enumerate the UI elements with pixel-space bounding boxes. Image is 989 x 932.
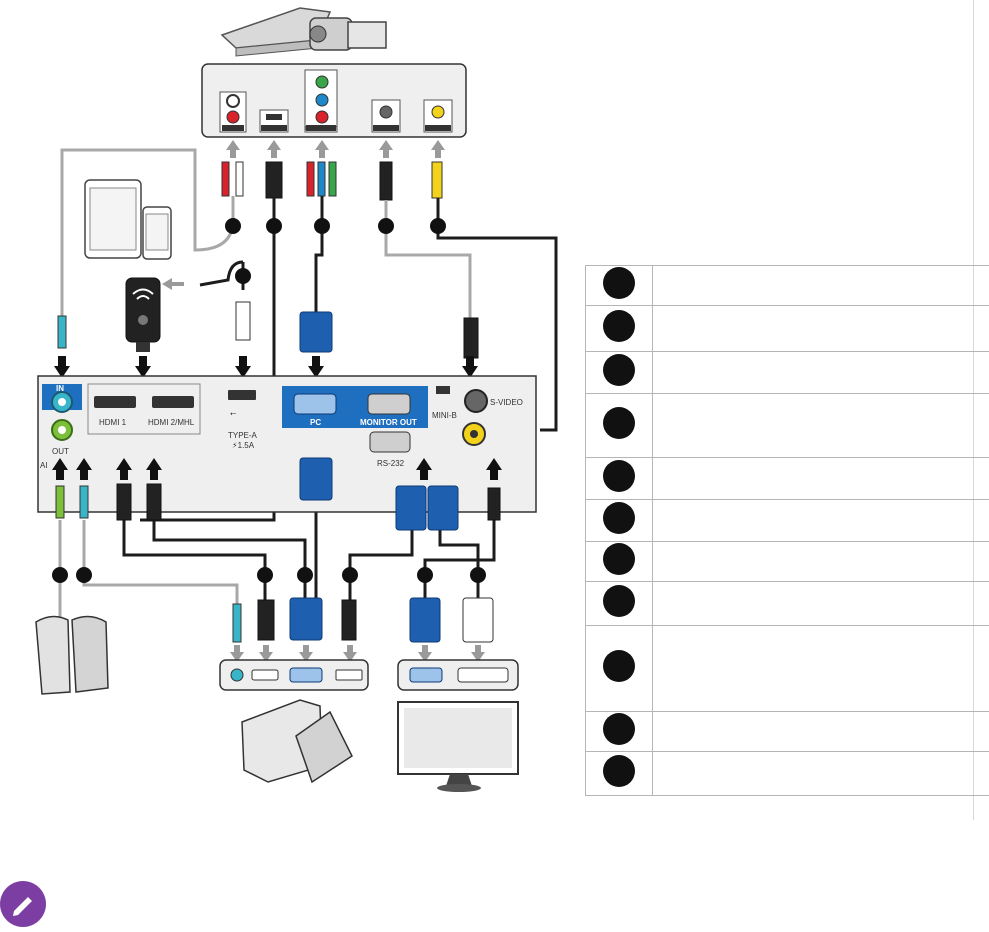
av-component-label: COMPONENT <box>305 126 338 132</box>
legend-marker <box>586 712 653 752</box>
av-video-label: VIDEO <box>430 126 446 132</box>
legend-description <box>653 306 989 352</box>
legend-row <box>586 306 989 352</box>
legend-marker-dot <box>603 755 635 787</box>
legend-row <box>586 712 989 752</box>
legend-marker-dot <box>603 543 635 575</box>
legend-marker <box>586 542 653 582</box>
computer-icon <box>242 700 352 782</box>
hdmi2-label: HDMI 2/MHL <box>148 418 195 427</box>
legend-description <box>653 458 989 500</box>
legend-row <box>586 542 989 582</box>
speaker-icon <box>36 616 108 694</box>
legend-row <box>586 352 989 394</box>
legend-marker <box>586 394 653 458</box>
av-svideo-label: S-VIDEO <box>376 126 397 132</box>
av-hdmi-label: HDMI <box>268 126 281 132</box>
legend-marker-dot <box>603 650 635 682</box>
projector-panel: IN OUT AI HDMI 1 HDMI 2/MHL ⭠ TYPE-A ⚡1.… <box>38 376 536 512</box>
legend-row <box>586 582 989 626</box>
legend-description <box>653 712 989 752</box>
legend-row <box>586 500 989 542</box>
usb-symbol-icon: ⭠ <box>230 409 237 418</box>
rs232-label: RS-232 <box>377 459 405 468</box>
type-a-current-label: ⚡1.5A <box>232 441 255 450</box>
legend-marker-dot <box>603 267 635 299</box>
legend-description <box>653 626 989 712</box>
smartphone-icon <box>143 207 171 259</box>
legend-row <box>586 458 989 500</box>
legend-description <box>653 542 989 582</box>
legend-row <box>586 752 989 796</box>
legend-marker-dot <box>603 354 635 386</box>
legend-description <box>653 582 989 626</box>
legend-marker <box>586 626 653 712</box>
legend-row <box>586 266 989 306</box>
legend-table <box>585 265 989 796</box>
av-device-panel: AUDIO HDMI COMPONENT S-VIDEO VIDEO <box>202 64 466 137</box>
note-pencil-icon <box>0 881 46 927</box>
computer-port-panel <box>220 660 368 690</box>
legend-marker-dot <box>603 460 635 492</box>
legend-marker <box>586 500 653 542</box>
tablet-icon <box>85 180 141 258</box>
legend-description <box>653 394 989 458</box>
legend-marker-dot <box>603 502 635 534</box>
legend-description <box>653 352 989 394</box>
legend-row <box>586 626 989 712</box>
legend-marker-dot <box>603 407 635 439</box>
audio-ai-label: AI <box>40 461 48 470</box>
hdmi1-label: HDMI 1 <box>99 418 127 427</box>
monitor-out-label: MONITOR OUT <box>360 418 417 427</box>
input-plugs <box>58 302 478 358</box>
s-video-label: S-VIDEO <box>490 398 523 407</box>
legend-marker <box>586 306 653 352</box>
legend-marker <box>586 582 653 626</box>
av-cable-plugs <box>222 162 442 200</box>
legend-marker-dot <box>603 713 635 745</box>
av-audio-label: AUDIO <box>225 126 241 132</box>
legend-row <box>586 394 989 458</box>
pc-port-label: PC <box>310 418 321 427</box>
legend-description <box>653 752 989 796</box>
legend-marker <box>586 752 653 796</box>
legend-description <box>653 500 989 542</box>
mini-b-label: MINI-B <box>432 411 457 420</box>
audio-out-label: OUT <box>52 447 69 456</box>
legend-marker-dot <box>603 310 635 342</box>
legend-description <box>653 266 989 306</box>
monitor-port-panel <box>398 660 518 690</box>
usb-to-dongle-arrow <box>162 278 184 290</box>
camcorder-icon <box>310 18 386 50</box>
legend-marker <box>586 352 653 394</box>
legend-marker <box>586 458 653 500</box>
type-a-label: TYPE-A <box>228 431 258 440</box>
legend-marker-dot <box>603 585 635 617</box>
device-plugs <box>233 598 493 642</box>
wireless-dongle-icon <box>126 278 160 352</box>
av-up-arrows <box>226 140 445 158</box>
legend-marker <box>586 266 653 306</box>
monitor-icon <box>398 702 518 792</box>
